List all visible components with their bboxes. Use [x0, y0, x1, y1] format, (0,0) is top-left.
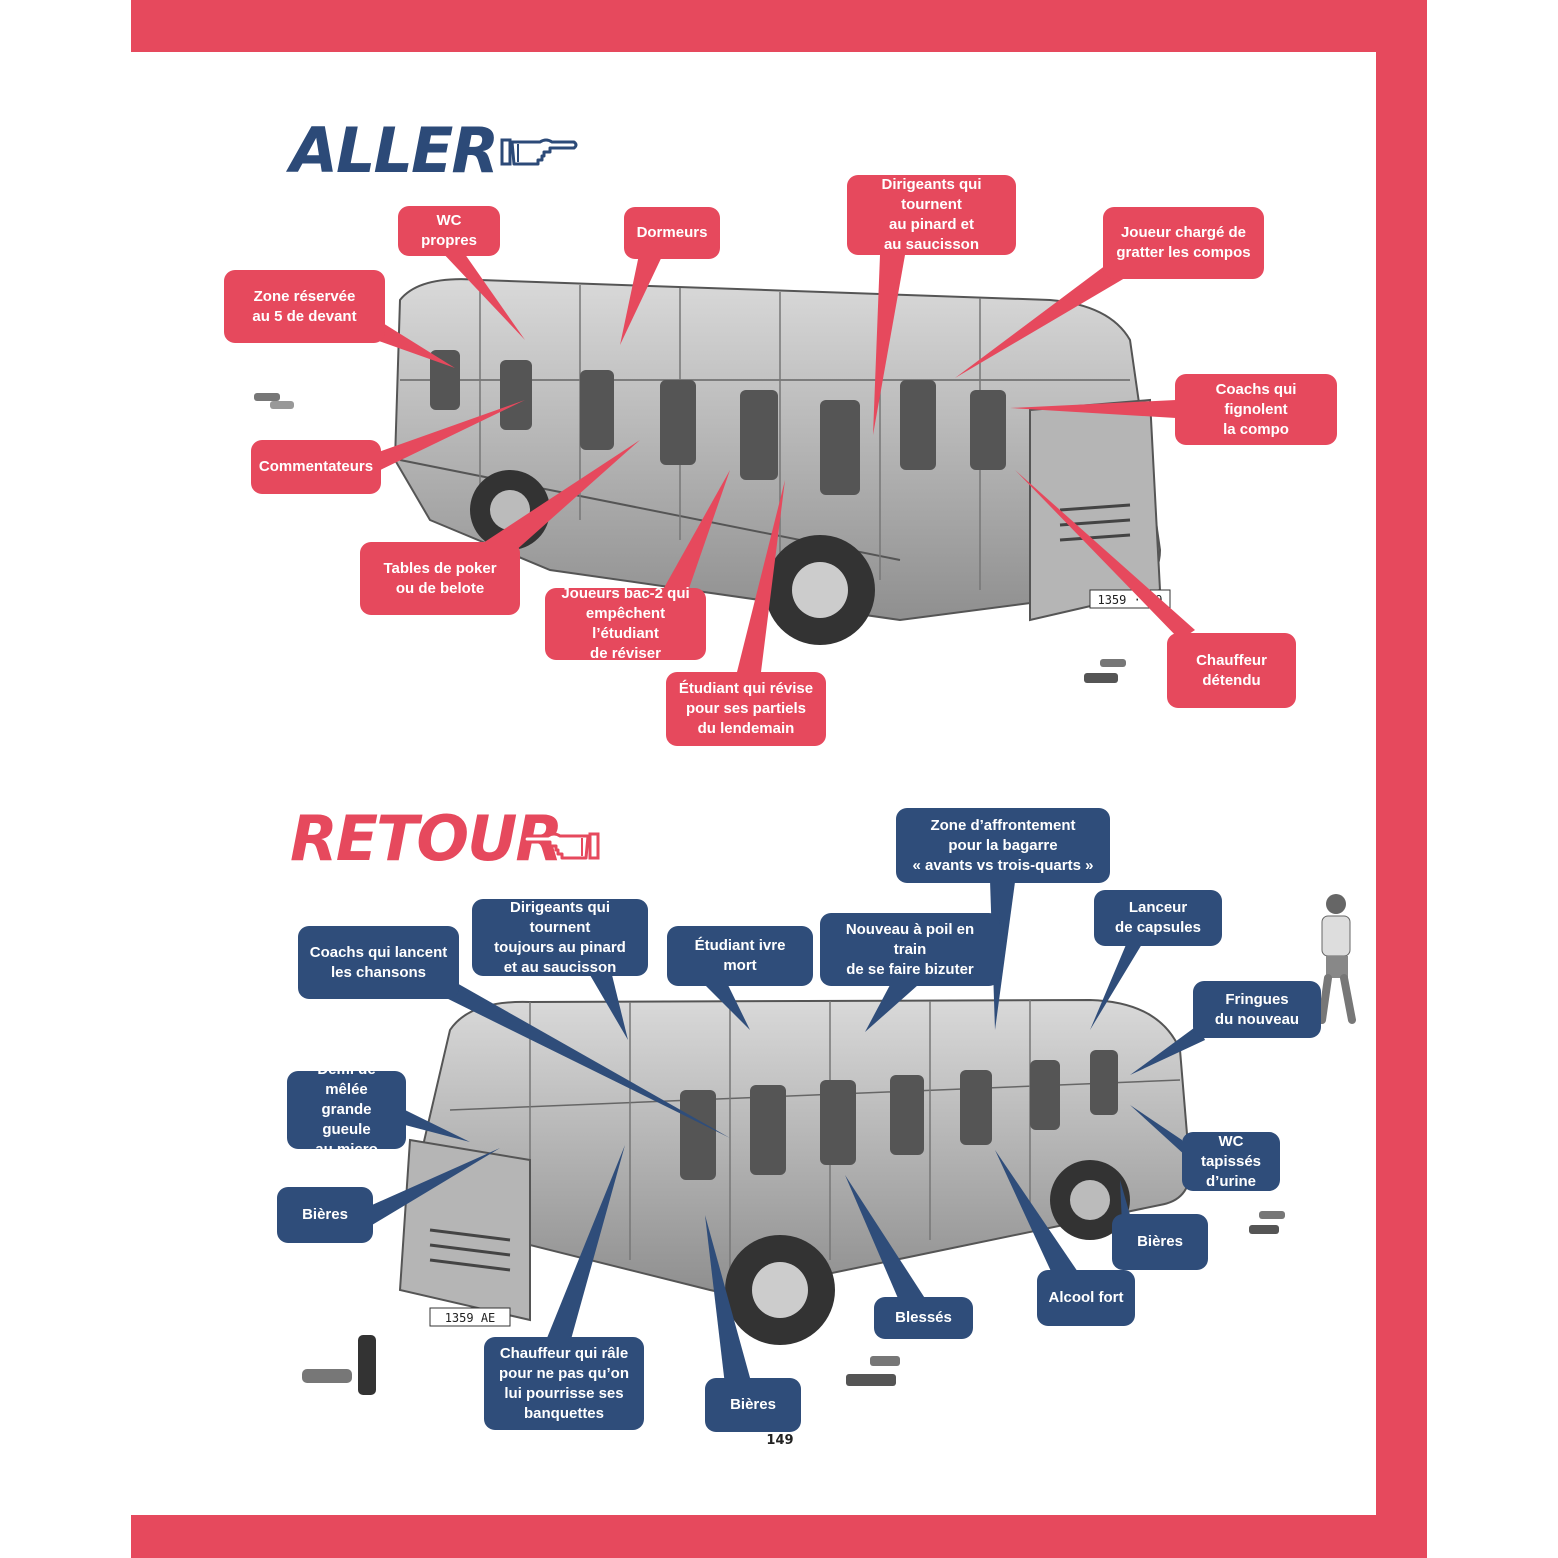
callout-etudiant-ivre: Étudiant ivre mort [667, 926, 813, 986]
pointing-hand-left-icon [522, 832, 600, 860]
callout-zone-reservee: Zone réservée au 5 de devant [224, 270, 385, 343]
callout-chauffeur-rale: Chauffeur qui râle pour ne pas qu’on lui… [484, 1337, 644, 1430]
license-plate-aller: 1359 · 69 [1097, 593, 1162, 607]
callout-dirigeants-aller: Dirigeants qui tournent au pinard et au … [847, 175, 1016, 255]
bus-illustration-aller: 1359 · 69 [393, 278, 1171, 645]
callout-coachs-chansons: Coachs qui lancent les chansons [298, 926, 459, 999]
bottles-illustration-aller-1 [254, 393, 294, 409]
callout-dormeurs: Dormeurs [624, 207, 720, 259]
bottles-illustration-retour-2 [846, 1356, 900, 1386]
callout-tables-poker: Tables de poker ou de belote [360, 542, 520, 615]
page-frame-right [1376, 0, 1427, 1558]
callout-wc-propres: WC propres [398, 206, 500, 256]
callout-dirigeants-retour: Dirigeants qui tournent toujours au pina… [472, 899, 648, 976]
aller-title: ALLER [290, 114, 499, 187]
bottles-illustration-aller-2 [1084, 659, 1126, 683]
page-number: 149 [766, 1433, 794, 1448]
callout-etudiant-revise: Étudiant qui révise pour ses partiels du… [666, 672, 826, 746]
bottles-illustration-retour-3 [1249, 1211, 1285, 1234]
callout-bieres-1: Bières [277, 1187, 373, 1243]
callout-demi-de-melee: Demi de mêlée grande gueule au micro [287, 1061, 406, 1158]
running-man-illustration [1318, 894, 1356, 1024]
callout-wc-tapisses: WC tapissés d’urine [1182, 1132, 1280, 1191]
callout-joueur-compos: Joueur chargé de gratter les compos [1103, 207, 1264, 279]
bottles-illustration-retour-1 [302, 1335, 376, 1395]
callout-fringues-nouveau: Fringues du nouveau [1193, 981, 1321, 1038]
callout-blesses: Blessés [874, 1297, 973, 1339]
callout-zone-affrontement: Zone d’affrontement pour la bagarre « av… [896, 808, 1110, 883]
callout-lanceur-capsules: Lanceur de capsules [1094, 890, 1222, 946]
callout-alcool-fort: Alcool fort [1037, 1270, 1135, 1326]
page-frame-bottom [131, 1515, 1427, 1558]
callout-chauffeur-detendu: Chauffeur détendu [1167, 633, 1296, 708]
callout-joueurs-bac2: Joueurs bac-2 qui empêchent l’étudiant d… [545, 585, 706, 662]
retour-title: RETOUR [290, 802, 563, 875]
callout-nouveau-a-poil: Nouveau à poil en train de se faire bizu… [820, 913, 1000, 986]
callout-bieres-3: Bières [705, 1378, 801, 1432]
callout-commentateurs: Commentateurs [251, 440, 381, 494]
license-plate-retour: 1359 AE [445, 1311, 496, 1325]
pointing-hand-right-icon [500, 138, 578, 166]
callout-bieres-2: Bières [1112, 1214, 1208, 1270]
page-frame-top [131, 0, 1427, 52]
callout-coachs-compo: Coachs qui fignolent la compo [1175, 374, 1337, 445]
